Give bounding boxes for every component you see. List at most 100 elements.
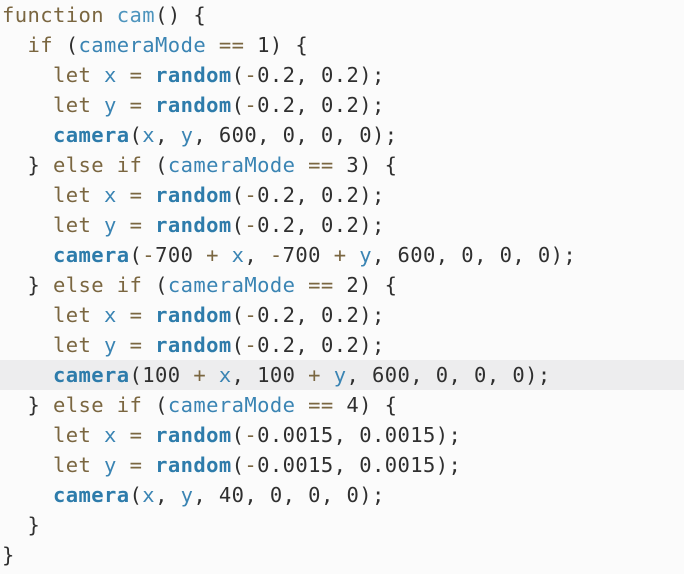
code-line[interactable]: let x = random(-0.2, 0.2); bbox=[0, 60, 684, 90]
token-operator: == bbox=[218, 33, 245, 57]
token-num: 0.2 bbox=[257, 213, 296, 237]
token-plain bbox=[2, 33, 28, 57]
token-plain bbox=[104, 3, 117, 27]
token-operator: - bbox=[244, 93, 258, 117]
code-line[interactable]: } else if (cameraMode == 3) { bbox=[0, 150, 684, 180]
token-var: y bbox=[104, 213, 117, 237]
token-punct: , bbox=[295, 123, 321, 147]
token-plain bbox=[117, 213, 130, 237]
token-plain bbox=[295, 363, 308, 387]
code-line[interactable]: let x = random(-0.2, 0.2); bbox=[0, 300, 684, 330]
token-operator: = bbox=[129, 333, 143, 357]
token-punct: ( bbox=[129, 483, 143, 507]
token-num: 3 bbox=[346, 153, 360, 177]
token-plain bbox=[91, 93, 104, 117]
code-line[interactable]: camera(-700 + x, -700 + y, 600, 0, 0, 0)… bbox=[0, 240, 684, 270]
code-line[interactable]: let x = random(-0.0015, 0.0015); bbox=[0, 420, 684, 450]
token-var: x bbox=[104, 183, 117, 207]
token-operator: + bbox=[206, 243, 219, 267]
token-operator: - bbox=[244, 213, 258, 237]
token-punct: , bbox=[295, 333, 321, 357]
token-punct: , bbox=[333, 123, 360, 147]
token-punct: , bbox=[282, 483, 309, 507]
token-punct: , bbox=[193, 123, 219, 147]
token-punct: ( bbox=[231, 93, 245, 117]
token-plain bbox=[91, 183, 104, 207]
token-func: camera bbox=[53, 363, 130, 387]
token-punct: ) { bbox=[359, 153, 398, 177]
token-func: random bbox=[155, 453, 232, 477]
token-operator: + bbox=[333, 243, 347, 267]
token-num: 0.2 bbox=[257, 93, 296, 117]
token-punct: , bbox=[372, 243, 398, 267]
code-line[interactable]: let y = random(-0.2, 0.2); bbox=[0, 330, 684, 360]
token-punct: } bbox=[2, 513, 41, 537]
token-var: x bbox=[142, 123, 156, 147]
token-punct: ( bbox=[129, 363, 143, 387]
token-func: camera bbox=[53, 483, 130, 507]
code-line[interactable]: let y = random(-0.0015, 0.0015); bbox=[0, 450, 684, 480]
code-line[interactable]: let x = random(-0.2, 0.2); bbox=[0, 180, 684, 210]
code-line[interactable]: } else if (cameraMode == 4) { bbox=[0, 390, 684, 420]
token-func: random bbox=[155, 423, 232, 447]
code-line[interactable]: camera(x, y, 40, 0, 0, 0); bbox=[0, 480, 684, 510]
token-plain bbox=[91, 333, 104, 357]
token-num: 0 bbox=[269, 483, 283, 507]
token-plain bbox=[104, 393, 117, 417]
token-punct: ); bbox=[371, 123, 398, 147]
code-line[interactable]: } bbox=[0, 510, 684, 540]
token-var: cameraMode bbox=[167, 273, 296, 297]
token-var: y bbox=[104, 333, 117, 357]
token-punct: ); bbox=[359, 483, 385, 507]
token-keyword: else bbox=[53, 153, 105, 177]
code-line[interactable]: camera(x, y, 600, 0, 0, 0); bbox=[0, 120, 684, 150]
code-line[interactable]: } bbox=[0, 540, 684, 570]
token-punct: , bbox=[295, 213, 321, 237]
token-plain bbox=[321, 243, 334, 267]
token-punct: ( bbox=[231, 183, 245, 207]
token-num: 0.0015 bbox=[359, 423, 436, 447]
token-operator: = bbox=[129, 183, 143, 207]
token-var: y bbox=[180, 483, 194, 507]
token-punct: ); bbox=[359, 303, 385, 327]
token-punct: , bbox=[295, 303, 321, 327]
token-plain bbox=[2, 93, 53, 117]
token-num: 1 bbox=[257, 33, 270, 57]
token-var: x bbox=[231, 243, 245, 267]
token-punct: , bbox=[333, 423, 360, 447]
code-line[interactable]: } else if (cameraMode == 2) { bbox=[0, 270, 684, 300]
token-punct: , bbox=[295, 63, 321, 87]
code-line-highlighted[interactable]: camera(100 + x, 100 + y, 600, 0, 0, 0); bbox=[0, 360, 684, 390]
code-line[interactable]: function cam() { bbox=[0, 0, 684, 30]
token-operator: - bbox=[142, 243, 156, 267]
token-num: 0 bbox=[499, 243, 513, 267]
token-operator: - bbox=[244, 63, 258, 87]
token-punct: ) { bbox=[359, 393, 398, 417]
token-num: 0 bbox=[359, 123, 372, 147]
token-keyword: let bbox=[53, 183, 92, 207]
token-num: 0.2 bbox=[320, 63, 360, 87]
token-punct: ( bbox=[129, 123, 143, 147]
token-plain bbox=[142, 93, 155, 117]
token-punct: , bbox=[410, 363, 436, 387]
token-num: 4 bbox=[346, 393, 360, 417]
token-plain bbox=[104, 153, 117, 177]
token-plain bbox=[117, 93, 130, 117]
token-punct: } bbox=[2, 153, 54, 177]
code-line[interactable]: let y = random(-0.2, 0.2); bbox=[0, 210, 684, 240]
code-line[interactable]: if (cameraMode == 1) { bbox=[0, 30, 684, 60]
token-punct: ); bbox=[359, 213, 385, 237]
token-var: y bbox=[104, 93, 117, 117]
token-punct: , bbox=[244, 243, 270, 267]
token-num: 100 bbox=[142, 363, 181, 387]
token-func: random bbox=[155, 63, 232, 87]
token-plain bbox=[91, 63, 104, 87]
token-plain bbox=[142, 303, 155, 327]
token-plain bbox=[91, 423, 104, 447]
token-num: 100 bbox=[257, 363, 296, 387]
code-line[interactable]: let y = random(-0.2, 0.2); bbox=[0, 90, 684, 120]
token-punct: () { bbox=[155, 3, 207, 27]
token-plain bbox=[2, 183, 53, 207]
token-operator: = bbox=[129, 63, 143, 87]
